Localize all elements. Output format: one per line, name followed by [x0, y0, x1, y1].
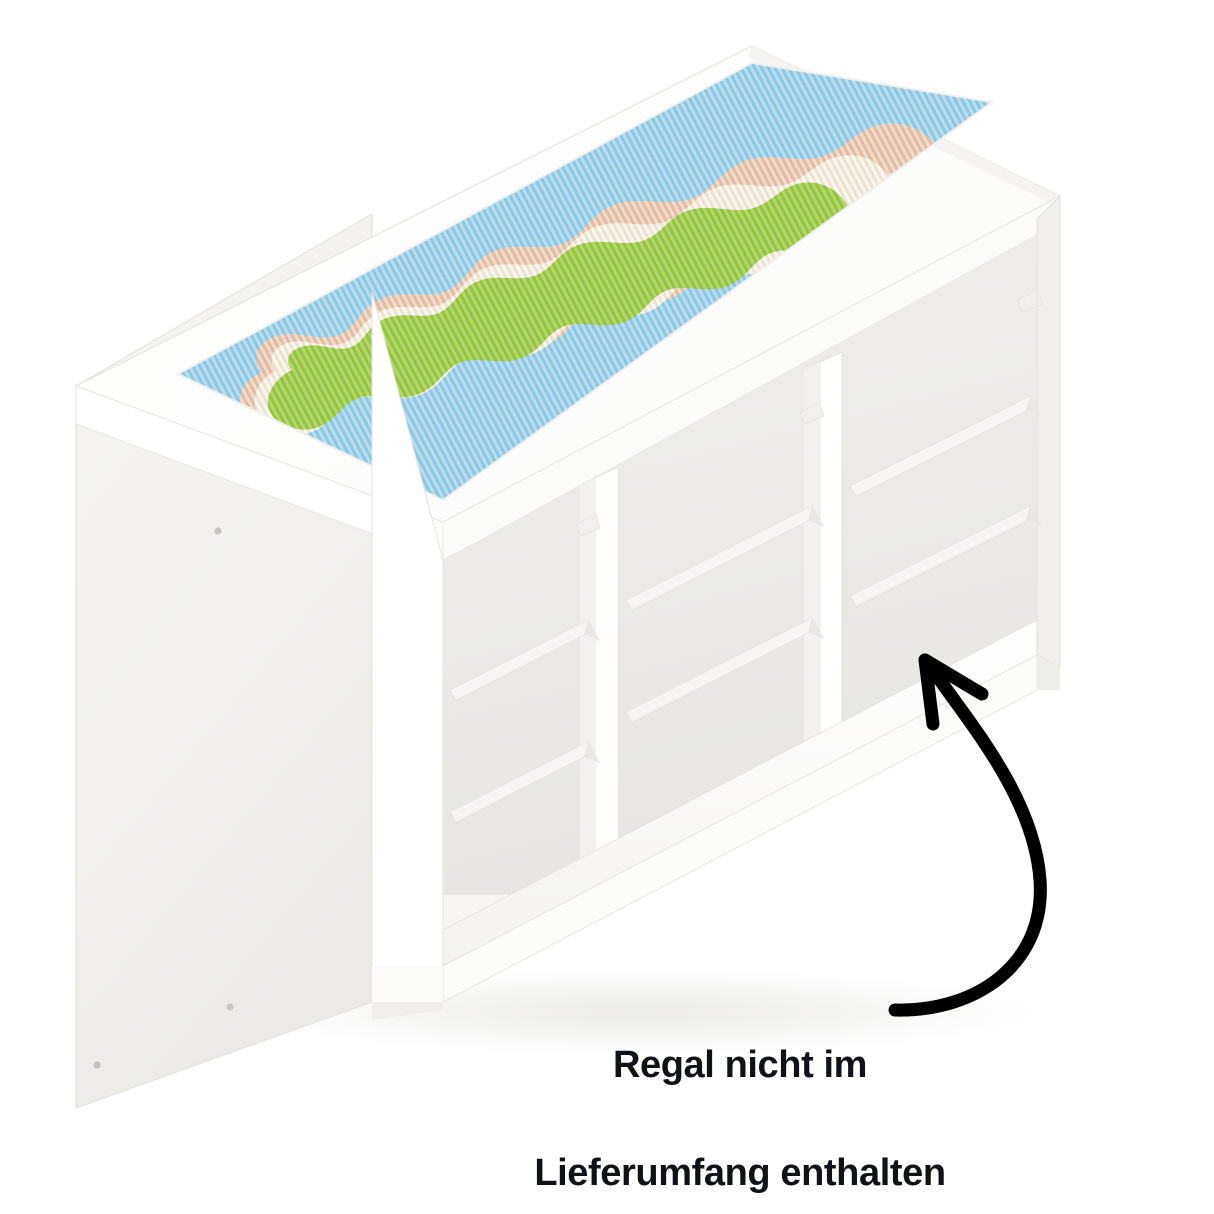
- left-panel-front-edge: [372, 966, 443, 1002]
- shelf-carcass: [371, 194, 1061, 1020]
- left-panel-bottom-edge: [372, 1002, 443, 1020]
- divider-1-shade: [580, 478, 596, 895]
- compartment-left-rails: [449, 513, 601, 823]
- callout-caption-line-1: Regal nicht im: [612, 1043, 868, 1086]
- right-panel-bottom-edge: [1037, 655, 1060, 690]
- compartment-right-rails: [849, 289, 1043, 607]
- divider-2-shade: [804, 362, 820, 780]
- right-side-panel: [1036, 194, 1061, 669]
- mat-border: [175, 61, 995, 502]
- callout-caption-line-2: Lieferumfang enthalten: [534, 1151, 946, 1194]
- compartment-middle-rails: [625, 401, 825, 723]
- curved-arrow-pointing-to-shelf: [888, 653, 1047, 1017]
- divider-1: [595, 467, 619, 896]
- callout-caption: Regal nicht im Lieferumfang enthalten: [505, 985, 975, 1214]
